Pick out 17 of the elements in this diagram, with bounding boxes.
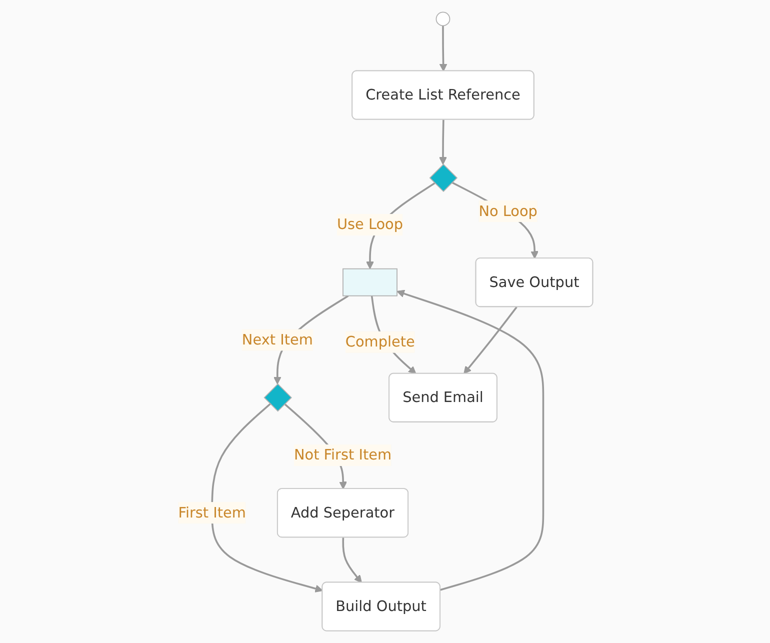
arrow xyxy=(438,26,447,72)
edge-label: Complete xyxy=(344,333,414,350)
node-diamond xyxy=(263,383,292,412)
node-box xyxy=(342,268,397,296)
edge-label: Not First Item xyxy=(294,446,392,464)
arrow xyxy=(210,403,322,592)
arrow xyxy=(463,306,517,374)
node-diamond xyxy=(428,164,458,192)
arrow xyxy=(451,182,538,259)
node-circle xyxy=(435,12,450,26)
edge-label: Use Loop xyxy=(336,216,403,233)
edge-label: First Item xyxy=(178,504,246,521)
edge-label: Next Item xyxy=(241,330,312,348)
arrow xyxy=(342,538,362,583)
edge-label: No Loop xyxy=(478,202,537,220)
arrow xyxy=(438,120,446,165)
arrow xyxy=(396,290,544,591)
